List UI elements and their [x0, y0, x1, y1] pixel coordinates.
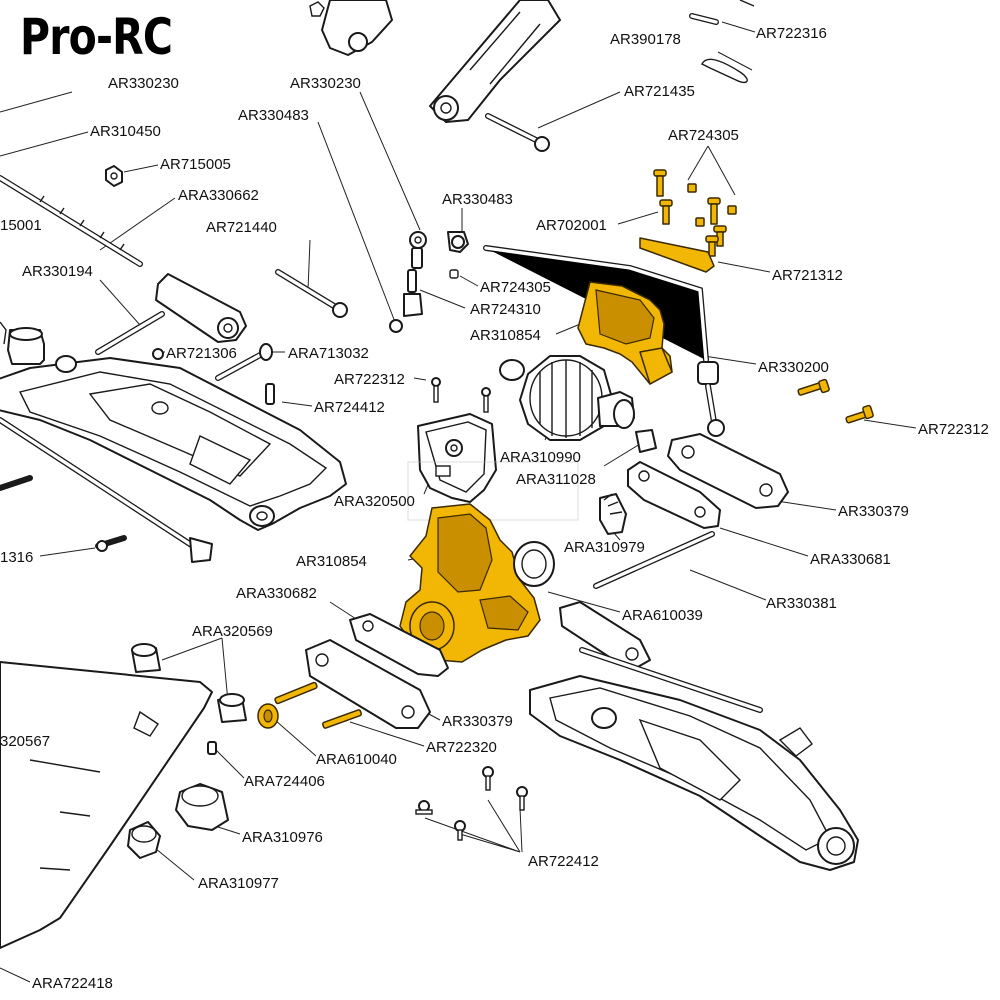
right-bearing-and-links: [513, 433, 789, 589]
left-top-parts: [0, 165, 348, 405]
part-label: ARA311028: [516, 471, 596, 488]
gear-mount-ara320500: [407, 413, 579, 521]
screw: [482, 766, 494, 791]
part-label: ARA330682: [236, 585, 317, 602]
gold-screw: [653, 169, 667, 197]
part-label: AR722316: [756, 25, 827, 42]
gold-screw: [797, 378, 830, 396]
part-label: AR702001: [536, 217, 607, 234]
part-label: ARA713032: [288, 345, 369, 362]
part-label: AR722312: [918, 421, 989, 438]
gold-gearbox-ar310854: [399, 503, 541, 663]
part-label: ARA310976: [242, 829, 323, 846]
gold-screw: [705, 235, 719, 257]
gold-screw: [321, 709, 363, 729]
gold-small-parts: [639, 169, 874, 424]
part-label: AR330379: [838, 503, 909, 520]
gold-screw: [707, 197, 721, 225]
part-label: AR721306: [166, 345, 237, 362]
gold-screw: [274, 681, 318, 705]
part-label: AR310854: [470, 327, 541, 344]
left-lower-arm: [0, 355, 347, 563]
part-label: AR330230: [290, 75, 361, 92]
part-label: AR330379: [442, 713, 513, 730]
part-label: 320567: [0, 733, 50, 750]
part-label: AR721312: [772, 267, 843, 284]
part-label: AR724412: [314, 399, 385, 416]
part-label: AR390178: [610, 31, 681, 48]
part-label: AR722320: [426, 739, 497, 756]
part-label: AR330483: [442, 191, 513, 208]
screw: [454, 820, 466, 841]
part-label: AR310854: [296, 553, 367, 570]
part-label: AR721435: [624, 83, 695, 100]
part-label: ARA330662: [178, 187, 259, 204]
part-label: AR330230: [108, 75, 179, 92]
part-label: AR722412: [528, 853, 599, 870]
screw: [516, 786, 528, 811]
part-label: AR724305: [668, 127, 739, 144]
part-label: AR722312: [334, 371, 405, 388]
part-label: ARA722418: [32, 975, 113, 992]
part-label: AR724310: [470, 301, 541, 318]
right-lower-arm: [529, 601, 859, 871]
part-label: ARA310979: [564, 539, 645, 556]
part-label: ARA724406: [244, 773, 325, 790]
gold-screw: [659, 199, 673, 225]
part-label: ARA310977: [198, 875, 279, 892]
upper-arms: [309, 0, 755, 152]
lower-center-parts: [0, 613, 528, 949]
part-label: AR330483: [238, 107, 309, 124]
part-labels: AR722316 AR390178 AR330230 AR721435 AR33…: [0, 25, 989, 992]
part-label: AR330381: [766, 595, 837, 612]
part-label: 1316: [0, 549, 33, 566]
part-label: ARA310990: [500, 449, 581, 466]
part-label: AR310450: [90, 123, 161, 140]
part-label: AR715005: [160, 156, 231, 173]
part-label: ARA320500: [334, 493, 415, 510]
leader-lines: [0, 21, 917, 983]
part-label: ARA330681: [810, 551, 891, 568]
gold-screw: [845, 404, 874, 424]
part-label: ARA320569: [192, 623, 273, 640]
part-label: AR721440: [206, 219, 277, 236]
brand-logo: Pro-RC: [20, 8, 173, 66]
screw: [415, 800, 433, 815]
part-label: ARA610040: [316, 751, 397, 768]
part-label: AR330200: [758, 359, 829, 376]
part-label: AR724305: [480, 279, 551, 296]
gold-upper-cover-ar310854: [577, 281, 673, 385]
differential-ara310990: [499, 355, 657, 453]
part-label: AR330194: [22, 263, 93, 280]
part-label: 15001: [0, 217, 42, 234]
part-label: ARA610039: [622, 607, 703, 624]
